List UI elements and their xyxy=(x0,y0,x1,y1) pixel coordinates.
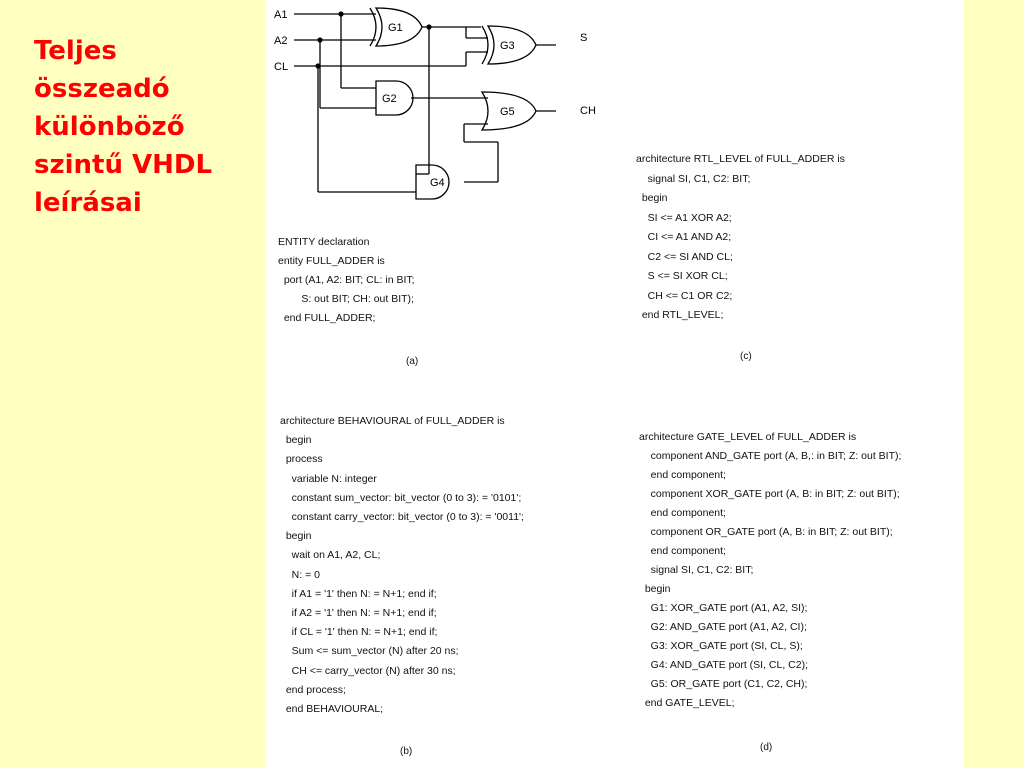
code-line: G5: OR_GATE port (C1, C2, CH); xyxy=(639,678,808,690)
code-line: end FULL_ADDER; xyxy=(278,312,376,324)
code-line: entity FULL_ADDER is xyxy=(278,255,385,267)
code-line: G4: AND_GATE port (SI, CL, C2); xyxy=(639,659,809,671)
scanned-figure-sheet: A1 A2 CL S CH G1 G2 G3 G4 G5 ENTITY decl… xyxy=(266,0,964,768)
code-line: CI <= A1 AND A2; xyxy=(636,231,732,243)
code-line: begin xyxy=(280,530,312,543)
code-line: architecture GATE_LEVEL of FULL_ADDER is xyxy=(639,431,857,443)
output-label-ch: CH xyxy=(580,105,596,117)
gate-g3-xor-icon: G3 xyxy=(500,40,515,52)
code-line: architecture RTL_LEVEL of FULL_ADDER is xyxy=(636,153,845,165)
code-line: end component; xyxy=(639,507,726,519)
code-line: end BEHAVIOURAL; xyxy=(280,703,384,715)
code-line: end component; xyxy=(639,545,726,557)
gate-g1-xor-icon: G1 xyxy=(388,22,403,34)
gate-g5-or-icon: G5 xyxy=(500,106,515,118)
code-line: if A2 = '1' then N: = N+1; end if; xyxy=(280,607,437,619)
code-line: G2: AND_GATE port (A1, A2, CI); xyxy=(639,621,807,633)
code-line: wait on A1, A2, CL; xyxy=(280,549,381,562)
code-line: CH <= carry_vector (N) after 30 ns; xyxy=(280,664,456,677)
code-line: N: = 0 xyxy=(280,568,320,581)
slide-title: Teljes összeadó különböző szintű VHDL le… xyxy=(34,36,213,218)
code-line: port (A1, A2: BIT; CL: in BIT; xyxy=(278,274,415,286)
code-line: constant sum_vector: bit_vector (0 to 3)… xyxy=(280,491,522,504)
code-line: process xyxy=(280,453,323,466)
panel-c-caption: (c) xyxy=(740,351,752,362)
code-line: signal SI, C1, C2: BIT; xyxy=(639,564,754,576)
code-line: SI <= A1 XOR A2; xyxy=(636,211,732,224)
input-label-cl: CL xyxy=(274,61,288,73)
panel-d-caption: (d) xyxy=(760,742,773,753)
input-label-a1: A1 xyxy=(274,9,287,21)
code-line: signal SI, C1, C2: BIT; xyxy=(636,172,751,185)
code-line: begin xyxy=(639,583,671,595)
code-line: component XOR_GATE port (A, B: in BIT; Z… xyxy=(639,488,900,500)
code-line: begin xyxy=(636,192,668,204)
code-line: if A1 = '1' then N: = N+1; end if; xyxy=(280,587,437,600)
code-line: S: out BIT; CH: out BIT); xyxy=(278,293,414,305)
code-line: component AND_GATE port (A, B,: in BIT; … xyxy=(639,450,902,462)
code-line: Sum <= sum_vector (N) after 20 ns; xyxy=(280,645,459,658)
code-line: if CL = '1' then N: = N+1; end if; xyxy=(280,626,438,639)
code-line: G1: XOR_GATE port (A1, A2, SI); xyxy=(639,602,808,614)
code-line: end RTL_LEVEL; xyxy=(636,309,724,321)
code-line: G3: XOR_GATE port (SI, CL, S); xyxy=(639,640,803,652)
code-line: S <= SI XOR CL; xyxy=(636,270,728,282)
code-line: component OR_GATE port (A, B: in BIT; Z:… xyxy=(639,526,893,538)
input-label-a2: A2 xyxy=(274,35,287,47)
code-line: variable N: integer xyxy=(280,472,377,485)
code-line: end component; xyxy=(639,469,726,481)
panel-b-caption: (b) xyxy=(400,746,413,757)
code-line: ENTITY declaration xyxy=(278,236,370,248)
gate-g4-and-icon: G4 xyxy=(430,177,445,189)
full-adder-schematic: A1 A2 CL S CH G1 G2 G3 G4 G5 xyxy=(274,7,596,200)
output-label-s: S xyxy=(580,32,587,44)
gate-g2-and-icon: G2 xyxy=(382,93,397,105)
code-line: architecture BEHAVIOURAL of FULL_ADDER i… xyxy=(280,415,505,427)
code-line: C2 <= SI AND CL; xyxy=(636,250,733,263)
panel-a-caption: (a) xyxy=(406,356,419,367)
code-line: CH <= C1 OR C2; xyxy=(636,289,733,302)
code-line: begin xyxy=(280,434,312,447)
code-line: constant carry_vector: bit_vector (0 to … xyxy=(280,511,524,523)
code-line: end GATE_LEVEL; xyxy=(639,697,735,709)
code-line: end process; xyxy=(280,683,346,696)
